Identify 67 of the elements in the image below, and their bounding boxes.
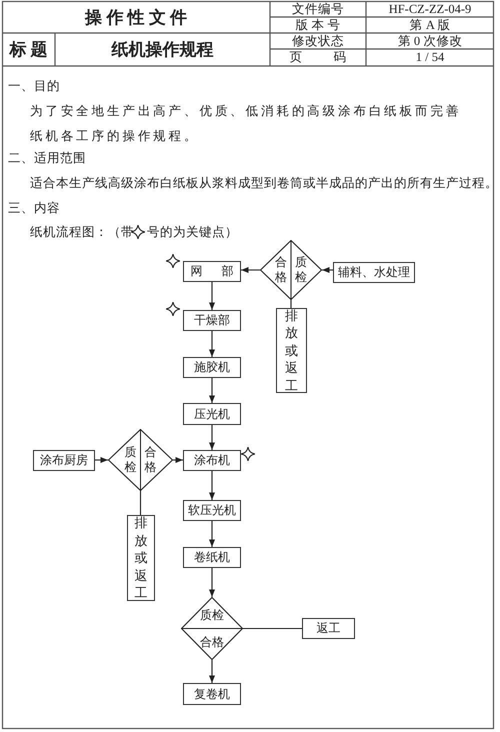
process-label: 排放或返工 bbox=[134, 514, 148, 602]
section-heading: 三、内容 bbox=[8, 200, 61, 217]
decision-text: 质检 bbox=[200, 606, 224, 624]
process-label: 卷纸机 bbox=[194, 549, 230, 566]
process-box bbox=[183, 357, 241, 378]
process-box bbox=[127, 515, 155, 601]
decision-text: 合格 bbox=[275, 255, 287, 285]
field-name: 文件编号 bbox=[291, 1, 345, 17]
process-label: 压光机 bbox=[194, 406, 230, 422]
field-name: 修改状态 bbox=[291, 33, 345, 49]
arrow bbox=[241, 266, 260, 274]
process-box bbox=[302, 618, 355, 639]
caption-text: 号的为关键点） bbox=[147, 224, 238, 241]
process-label: 涂布机 bbox=[194, 452, 230, 469]
process-label: 涂布厨房 bbox=[40, 452, 88, 469]
arrow bbox=[208, 471, 216, 500]
section-heading: 一、目的 bbox=[8, 78, 61, 95]
field-value: 第 0 次修改 bbox=[396, 33, 464, 49]
decision-text: 合格 bbox=[200, 634, 224, 650]
process-label: 辅料、水处理 bbox=[338, 264, 410, 281]
field-value: HF-CZ-ZZ-04-9 bbox=[388, 1, 472, 17]
arrow bbox=[208, 660, 216, 683]
process-label: 网 部 bbox=[190, 263, 234, 280]
connector-line bbox=[243, 628, 302, 630]
decision-text: 合格 bbox=[144, 445, 156, 475]
paragraph: 为了安全地生产出高产、优质、低消耗的高级涂布白纸板而完善纸机各工序的操作规程。 bbox=[29, 103, 462, 145]
field-name: 标 题 bbox=[8, 39, 49, 61]
process-box bbox=[183, 683, 241, 705]
paragraph: 适合本生产线高级涂布白纸板从浆料成型到卷筒或半成品的产出的所有生产过程。 bbox=[30, 175, 492, 192]
process-label: 返工 bbox=[316, 620, 340, 637]
connector-line bbox=[290, 300, 292, 308]
process-box bbox=[183, 547, 241, 568]
process-label: 施胶机 bbox=[194, 359, 230, 376]
arrow bbox=[322, 266, 333, 274]
arrow bbox=[208, 378, 216, 403]
caption-text: 纸机流程图：（带 bbox=[30, 224, 134, 241]
process-label: 软压光机 bbox=[188, 502, 236, 519]
process-label: 干燥部 bbox=[194, 312, 230, 329]
field-name: 页 码 bbox=[288, 49, 348, 66]
field-value: 第 A 版 bbox=[408, 17, 452, 33]
process-box bbox=[33, 450, 95, 471]
arrow bbox=[208, 425, 216, 450]
arrow bbox=[208, 282, 216, 310]
decision-text: 质检 bbox=[295, 255, 307, 285]
process-box bbox=[276, 308, 307, 393]
process-label: 复卷机 bbox=[194, 686, 230, 702]
connector-line bbox=[140, 491, 142, 515]
arrow bbox=[173, 456, 183, 464]
process-label: 排放或返工 bbox=[285, 306, 298, 394]
decision-diamond bbox=[181, 597, 243, 660]
process-box bbox=[183, 261, 241, 282]
decision-diamond bbox=[108, 429, 173, 491]
header-title: 操 作 性 文 件 bbox=[84, 6, 188, 28]
process-box bbox=[183, 500, 241, 521]
arrow bbox=[208, 568, 216, 597]
arrow bbox=[208, 331, 216, 357]
document-title: 纸机操作规程 bbox=[110, 39, 214, 61]
process-box bbox=[183, 310, 241, 331]
decision-text: 质检 bbox=[124, 445, 136, 475]
field-name: 版 本 号 bbox=[294, 17, 342, 33]
decision-diamond bbox=[260, 240, 322, 300]
arrow bbox=[95, 456, 108, 464]
process-box bbox=[183, 403, 241, 425]
process-box bbox=[333, 262, 415, 283]
arrow bbox=[208, 521, 216, 547]
section-heading: 二、适用范围 bbox=[8, 150, 87, 167]
field-value: 1 / 54 bbox=[414, 49, 446, 66]
